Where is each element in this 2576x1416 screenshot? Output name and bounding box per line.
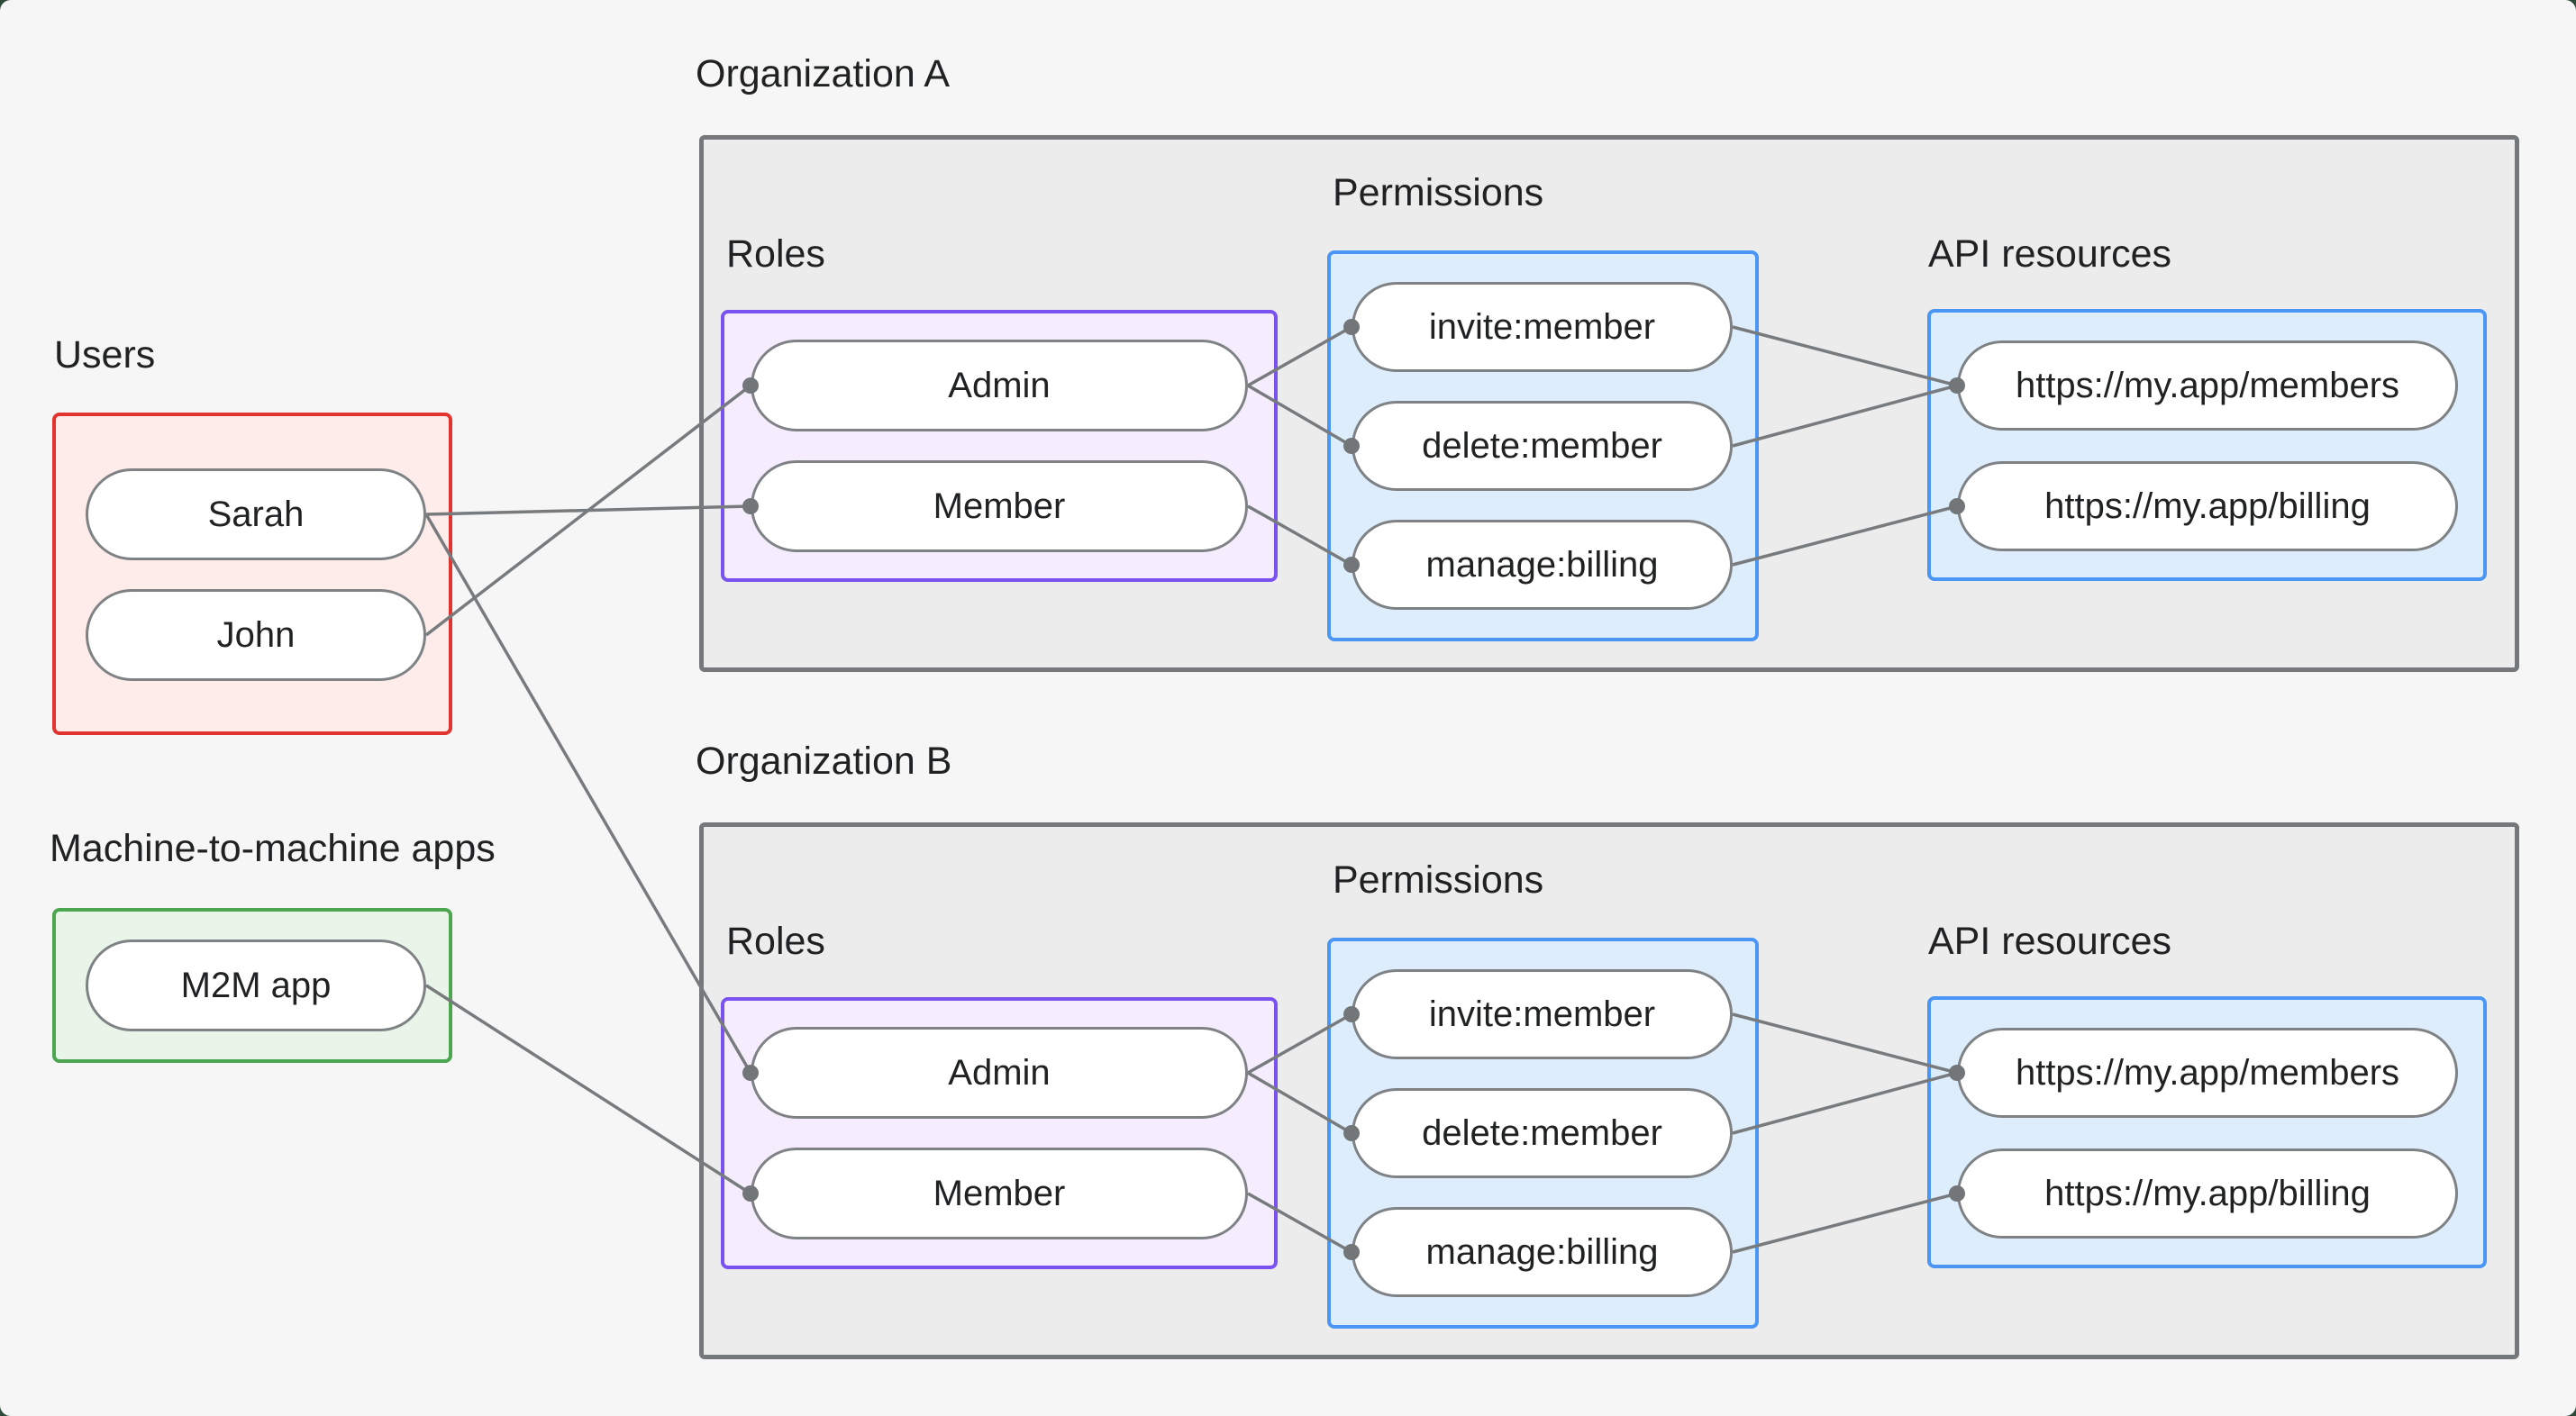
node-org-a-perm-manage: manage:billing (1352, 520, 1733, 610)
users-group-box (52, 413, 452, 735)
org-a-permissions-label: Permissions (1333, 171, 1544, 214)
org-a-api-label: API resources (1928, 232, 2172, 276)
node-org-a-perm-invite: invite:member (1352, 282, 1733, 372)
node-org-a-api-members: https://my.app/members (1957, 340, 2458, 431)
node-user-sarah: Sarah (86, 468, 426, 560)
users-group-label: Users (54, 333, 156, 377)
m2m-group-label: Machine-to-machine apps (50, 827, 496, 870)
node-org-a-role-admin: Admin (751, 340, 1248, 431)
node-user-john: John (86, 589, 426, 681)
node-org-a-api-billing: https://my.app/billing (1957, 461, 2458, 551)
org-a-title: Organization A (696, 52, 951, 95)
org-b-api-label: API resources (1928, 920, 2172, 963)
node-org-a-perm-delete: delete:member (1352, 401, 1733, 491)
org-b-title: Organization B (696, 740, 952, 783)
node-org-b-perm-manage: manage:billing (1352, 1207, 1733, 1297)
node-org-b-perm-invite: invite:member (1352, 969, 1733, 1059)
org-a-roles-label: Roles (726, 232, 825, 276)
node-org-b-perm-delete: delete:member (1352, 1088, 1733, 1178)
node-org-b-role-member: Member (751, 1148, 1248, 1239)
node-org-b-api-billing: https://my.app/billing (1957, 1148, 2458, 1239)
node-m2m-app: M2M app (86, 939, 426, 1031)
node-org-b-api-members: https://my.app/members (1957, 1028, 2458, 1118)
org-b-permissions-label: Permissions (1333, 858, 1544, 902)
node-org-b-role-admin: Admin (751, 1027, 1248, 1119)
node-org-a-role-member: Member (751, 460, 1248, 552)
org-b-roles-label: Roles (726, 920, 825, 963)
